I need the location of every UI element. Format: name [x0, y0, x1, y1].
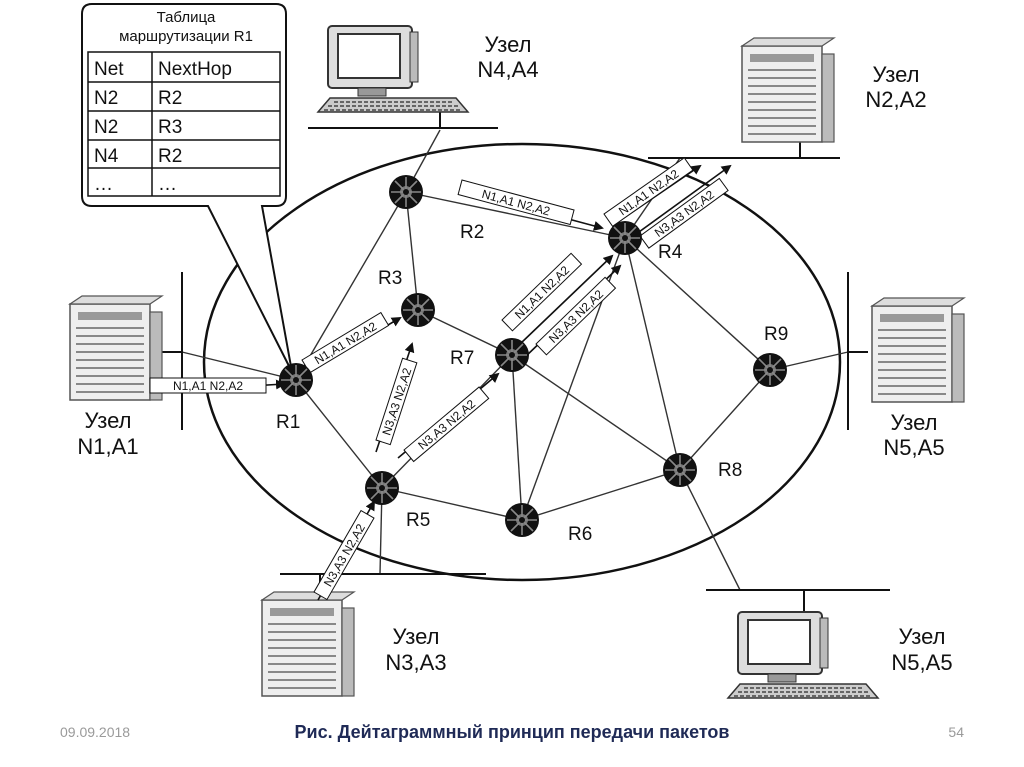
server-icon — [871, 297, 965, 403]
routing-table: Таблица маршрутизации R1 Net NextHop N2 … — [81, 3, 293, 373]
packet-label: N3,A3 N2,A2 — [546, 287, 606, 346]
router-icon — [504, 502, 540, 538]
routing-table-cell: … — [94, 174, 113, 195]
router-icon — [662, 452, 698, 488]
routing-table-title-2: маршрутизации R1 — [119, 28, 253, 45]
router-label-r1: R1 — [276, 412, 300, 433]
router-label-r2: R2 — [460, 222, 484, 243]
node-n5b-label-2: N5,A5 — [891, 650, 952, 675]
router-label-r4: R4 — [658, 242, 683, 263]
node-n4-label-2: N4,A4 — [477, 57, 538, 82]
pc-icon — [727, 611, 879, 699]
router-icon — [607, 220, 643, 256]
router-icon — [388, 174, 424, 210]
packet-label: N1,A1 N2,A2 — [616, 166, 682, 218]
links — [181, 129, 849, 591]
routing-table-title-1: Таблица — [157, 9, 216, 26]
node-n2-label-2: N2,A2 — [865, 87, 926, 112]
packet-label: N1,A1 N2,A2 — [312, 319, 380, 367]
router-icon — [364, 470, 400, 506]
router-icon — [494, 337, 530, 373]
node-n1-label-1: Узел — [85, 408, 132, 433]
node-n5a-label-1: Узел — [891, 410, 938, 435]
node-n4-label-1: Узел — [485, 32, 532, 57]
router-label-r3: R3 — [378, 268, 402, 289]
lan-buses — [160, 104, 890, 614]
router-label-r5: R5 — [406, 510, 430, 531]
node-n3-label-1: Узел — [393, 624, 440, 649]
router-label-r9: R9 — [764, 324, 788, 345]
packet-label: N1,A1 N2,A2 — [173, 379, 243, 393]
node-n5a-label-2: N5,A5 — [883, 435, 944, 460]
routing-table-cell: N2 — [94, 117, 118, 138]
routing-table-cell: R2 — [158, 146, 182, 167]
network-boundary — [202, 142, 842, 582]
slide-date: 09.09.2018 — [60, 724, 131, 740]
node-n5b-label-1: Узел — [899, 624, 946, 649]
node-n1-label-2: N1,A1 — [77, 434, 138, 459]
server-icon — [69, 295, 163, 401]
router-label-r8: R8 — [718, 460, 742, 481]
server-icon — [741, 37, 835, 143]
routing-table-cell: R3 — [158, 117, 182, 138]
routing-table-header-net: Net — [94, 59, 124, 80]
packet-label: N1,A1 N2,A2 — [512, 263, 572, 322]
router-icon — [752, 352, 788, 388]
packet-label: N3,A3 N2,A2 — [652, 187, 717, 240]
routing-table-cell: N4 — [94, 146, 119, 167]
node-n2-label-1: Узел — [873, 62, 920, 87]
packet-label: N3,A3 N2,A2 — [379, 366, 414, 437]
figure-caption: Рис. Дейтаграммный принцип передачи паке… — [294, 722, 730, 742]
packet-label: N3,A3 N2,A2 — [415, 397, 478, 453]
server-icon — [261, 591, 355, 697]
routing-table-cell: N2 — [94, 88, 118, 109]
packet-label: N3,A3 N2,A2 — [321, 521, 368, 589]
packet-label: N1,A1 N2,A2 — [480, 187, 552, 219]
routing-table-cell: … — [158, 174, 177, 195]
router-icon — [400, 292, 436, 328]
router-label-r7: R7 — [450, 348, 474, 369]
pc-icon — [317, 25, 469, 113]
router-icon — [278, 362, 314, 398]
page-number: 54 — [948, 724, 964, 740]
router-label-r6: R6 — [568, 524, 592, 545]
node-n3-label-2: N3,A3 — [385, 650, 446, 675]
routing-table-header-nexthop: NextHop — [158, 59, 232, 80]
routing-table-cell: R2 — [158, 88, 182, 109]
